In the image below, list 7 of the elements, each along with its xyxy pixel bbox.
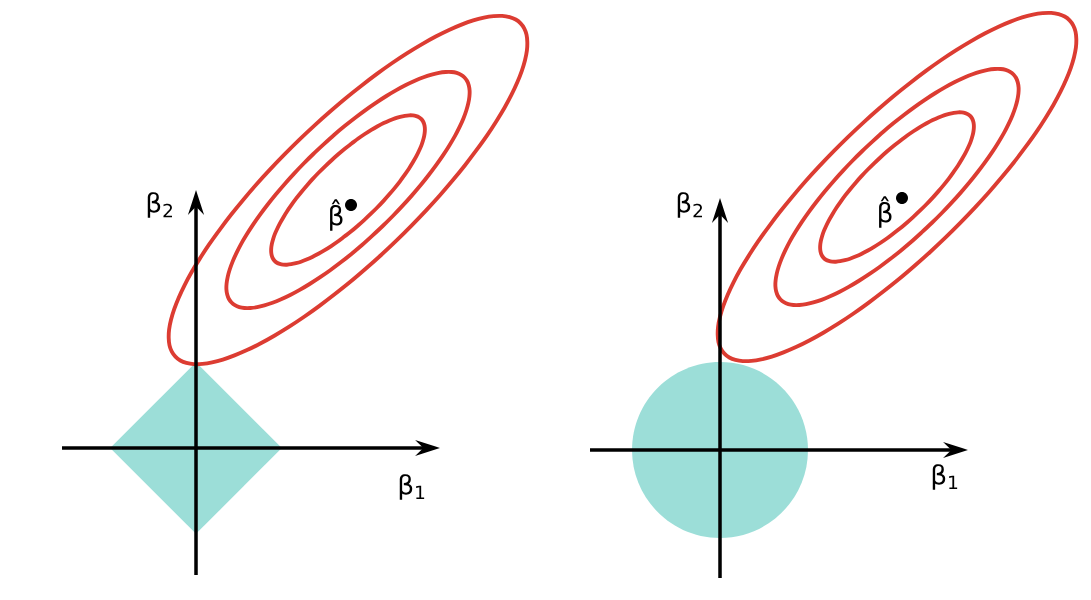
constraint-circle: [632, 362, 808, 538]
axis-label: β̂: [330, 199, 343, 231]
axis-label: β$_{1}$: [932, 464, 958, 490]
axis-label: β$_{2}$: [147, 192, 172, 218]
axis-label: β̂: [879, 196, 892, 228]
axis-label: β$_{2}$: [677, 192, 702, 218]
axis-label: β$_{1}$: [399, 474, 425, 500]
